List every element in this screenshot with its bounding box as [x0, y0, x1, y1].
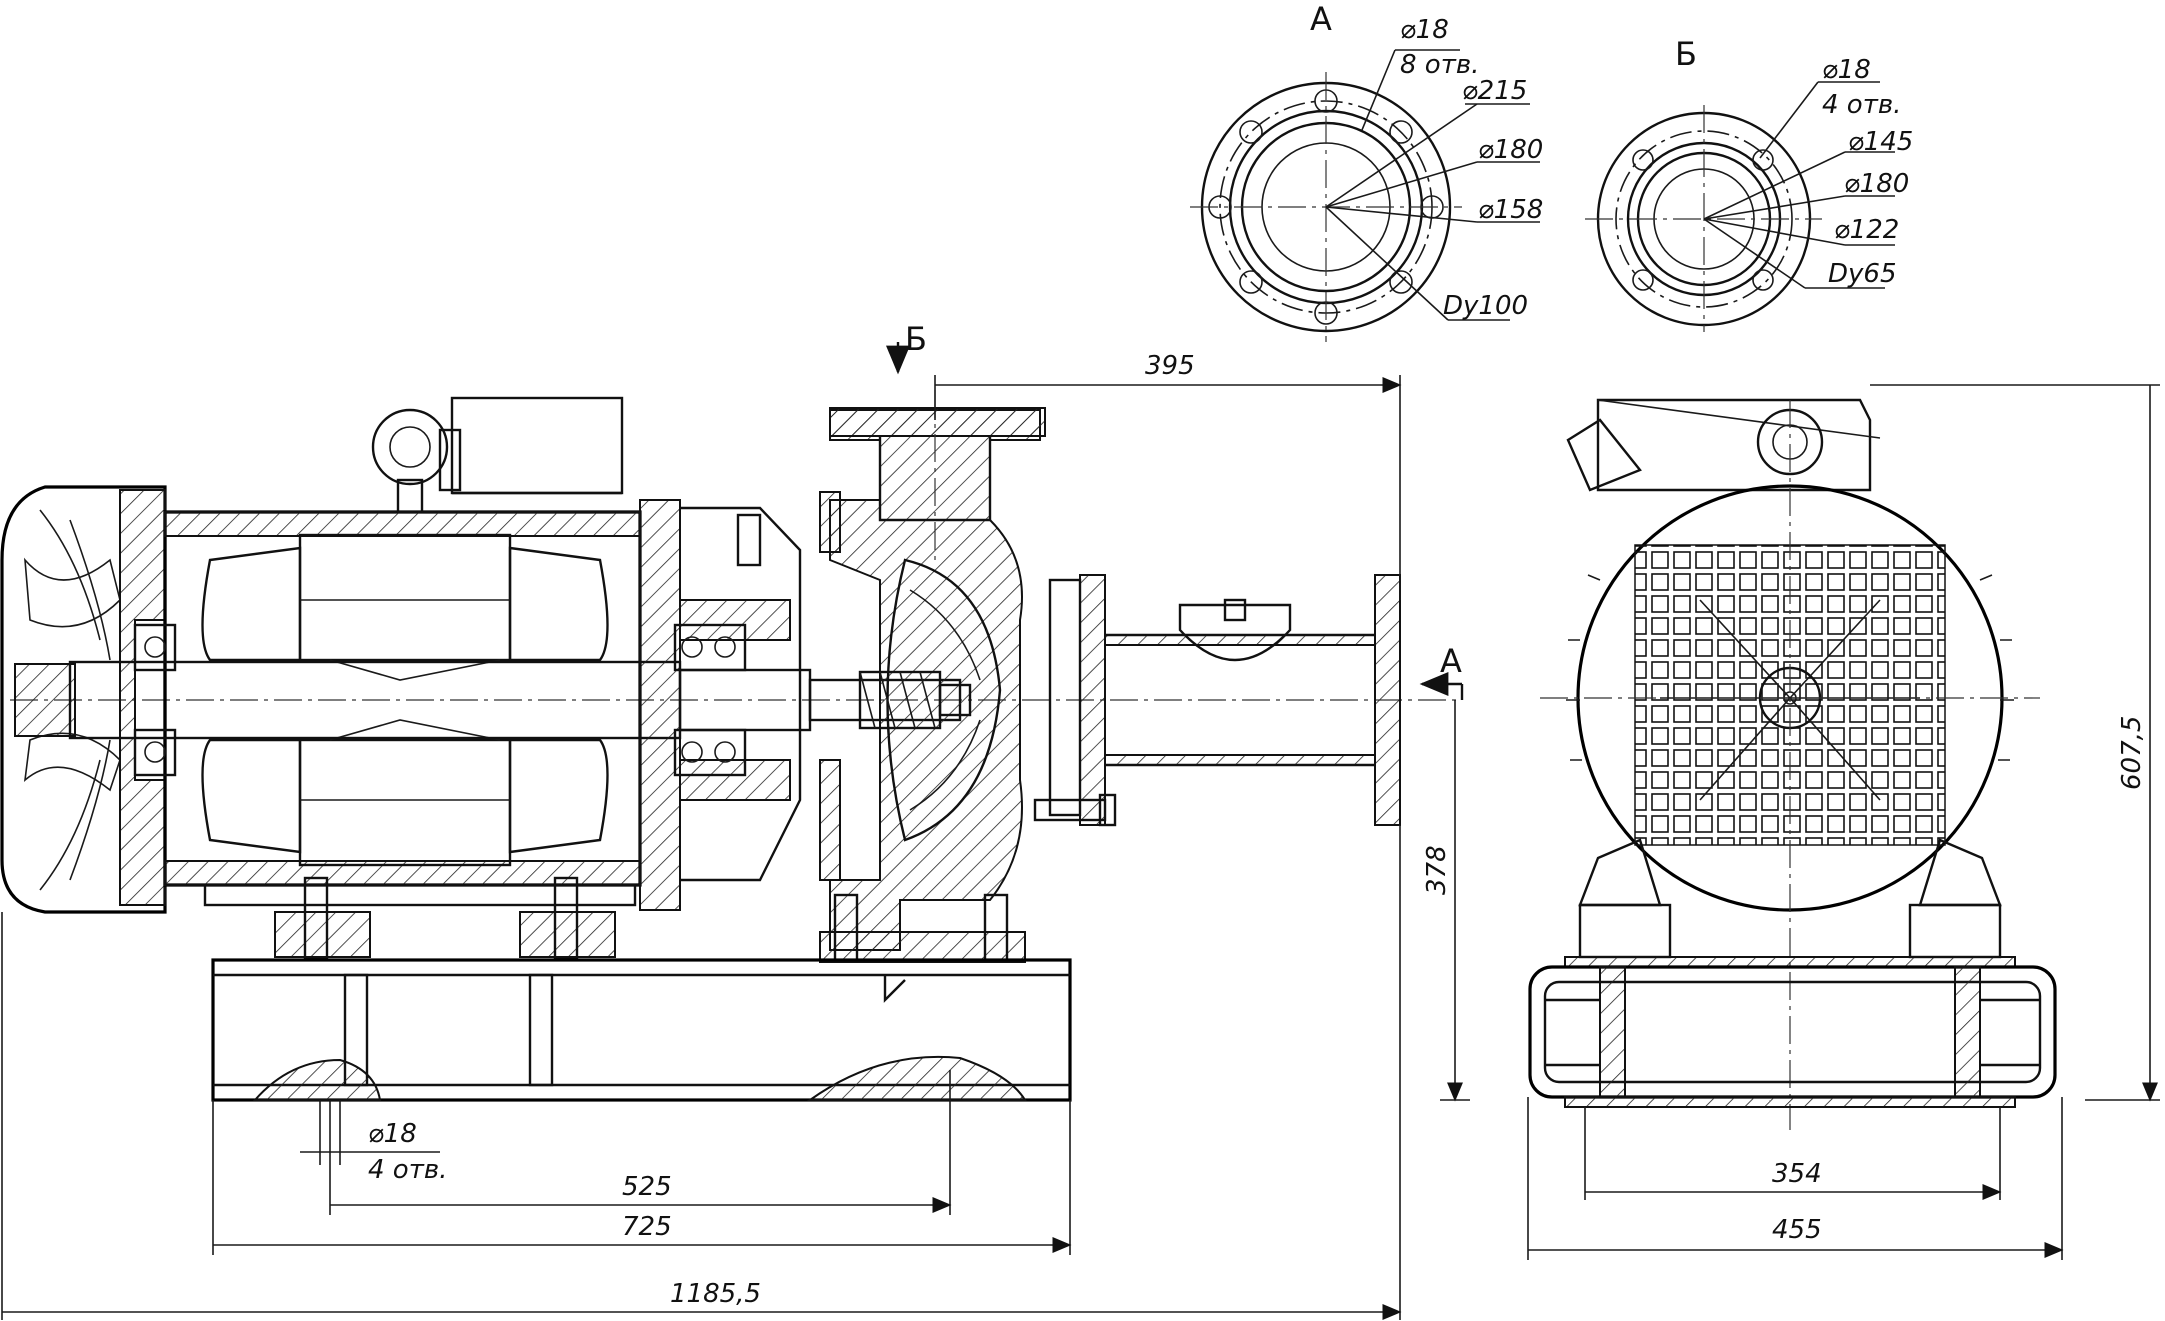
callout-a-d158: ⌀158 [1478, 195, 1543, 225]
section-mark-b: Б [905, 320, 927, 358]
callout-a-hole-count: 8 отв. [1400, 50, 1479, 80]
dim-455: 455 [1772, 1215, 1822, 1245]
dim-378: 378 [1422, 845, 1452, 895]
callout-a-d180: ⌀180 [1478, 135, 1543, 165]
callout-b-hole-dia: ⌀18 [1822, 55, 1871, 85]
dim-354: 354 [1772, 1159, 1822, 1189]
end-view [1528, 398, 2057, 1130]
callout-b-hole-count: 4 отв. [1822, 90, 1901, 120]
callout-a-d215: ⌀215 [1462, 76, 1527, 106]
flange-view-b: Б ⌀18 4 отв. ⌀145 ⌀180 ⌀122 Dy65 [1585, 35, 1913, 332]
dim-725: 725 [622, 1212, 672, 1242]
callout-b-d180: ⌀180 [1844, 169, 1909, 199]
dim-607-5: 607,5 [2117, 716, 2147, 790]
dimension-lines: 395 378 607,5 ⌀18 4 отв. 525 725 1185,5 [1, 351, 2160, 1320]
section-marks: Б А [886, 320, 1464, 700]
view-a-label: А [1310, 0, 1332, 38]
callout-a-hole-dia: ⌀18 [1400, 15, 1449, 45]
callout-a-dy: Dy100 [1443, 291, 1528, 321]
callout-b-d145: ⌀145 [1848, 127, 1913, 157]
dim-525: 525 [622, 1172, 672, 1202]
dim-base-hole-count: 4 отв. [368, 1155, 447, 1185]
section-mark-a: А [1440, 642, 1462, 680]
bearing-right [673, 623, 747, 777]
view-b-label: Б [1675, 35, 1697, 73]
callout-b-dy: Dy65 [1828, 259, 1897, 289]
flange-view-a: А ⌀18 8 отв. ⌀215 ⌀180 ⌀158 Dy100 [1190, 0, 1543, 342]
dim-base-hole-dia: ⌀18 [368, 1119, 417, 1149]
bolt-holes-b [1632, 149, 1774, 291]
dim-1185-5: 1185,5 [670, 1279, 761, 1309]
dim-395: 395 [1145, 351, 1195, 381]
callout-b-d122: ⌀122 [1834, 215, 1899, 245]
side-section-view [0, 390, 1460, 1102]
